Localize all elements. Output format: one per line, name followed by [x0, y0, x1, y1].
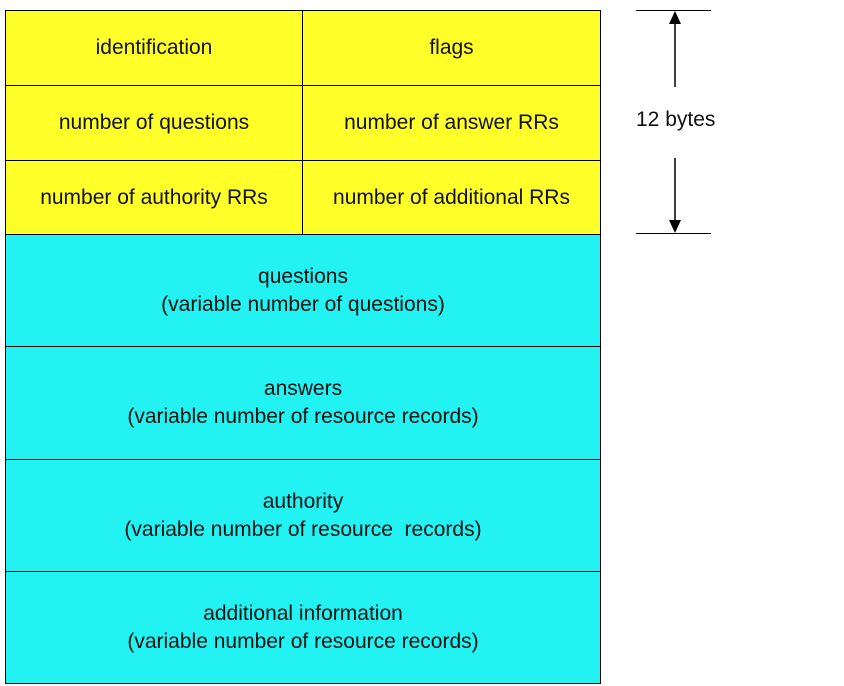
answers-section: answers (variable number of resource rec…	[5, 346, 601, 460]
questions-subtitle: (variable number of questions)	[161, 292, 445, 316]
num-answer-rrs-field: number of answer RRs	[302, 85, 601, 161]
questions-section: questions (variable number of questions)	[5, 234, 601, 347]
authority-section: authority (variable number of resource r…	[5, 459, 601, 572]
identification-label: identification	[95, 36, 213, 59]
num-questions-label: number of questions	[58, 111, 250, 134]
arrow-up-icon	[669, 11, 681, 87]
dimension-label: 12 bytes	[636, 108, 716, 131]
num-additional-rrs-label: number of additional RRs	[333, 185, 570, 209]
flags-label: flags	[429, 36, 474, 59]
questions-title: questions	[258, 264, 348, 288]
additional-information-subtitle: (variable number of resource records)	[127, 629, 479, 653]
authority-subtitle: (variable number of resource records)	[124, 517, 482, 541]
num-authority-rrs-label: number of authority RRs	[40, 185, 268, 209]
flags-field: flags	[302, 10, 601, 86]
answers-title: answers	[263, 377, 343, 400]
authority-title: authority	[262, 489, 344, 513]
arrow-down-icon	[669, 158, 681, 233]
num-authority-rrs-field: number of authority RRs	[5, 160, 303, 235]
answers-subtitle: (variable number of resource records)	[127, 405, 479, 428]
dimension-bottom-tick	[636, 233, 711, 234]
additional-information-title: additional information	[203, 601, 403, 625]
identification-field: identification	[5, 10, 303, 86]
num-additional-rrs-field: number of additional RRs	[302, 160, 601, 235]
dimension-top-tick	[636, 10, 711, 11]
additional-information-section: additional information (variable number …	[5, 571, 601, 684]
num-questions-field: number of questions	[5, 85, 303, 161]
num-answer-rrs-label: number of answer RRs	[344, 111, 559, 134]
